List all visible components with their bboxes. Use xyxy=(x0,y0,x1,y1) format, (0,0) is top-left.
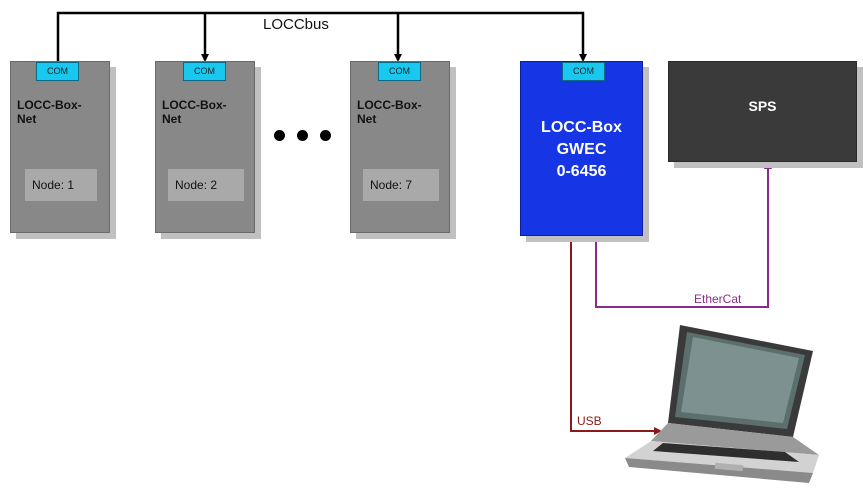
box-title-1: LOCC-Box- Net xyxy=(17,98,82,126)
locc-box-gwec: COM LOCC-Box GWEC 0-6456 xyxy=(520,61,643,236)
gwec-title: LOCC-Box GWEC 0-6456 xyxy=(541,119,622,180)
usb-label: USB xyxy=(577,414,602,428)
box-title-2: LOCC-Box- Net xyxy=(162,98,227,126)
loccbus-label: LOCCbus xyxy=(263,16,329,33)
ethercat-label: EtherCat xyxy=(694,292,742,306)
node-label-7: Node: 7 xyxy=(363,169,439,201)
com-port-gwec: COM xyxy=(562,62,605,81)
usb-line xyxy=(567,232,662,435)
sps-box: SPS xyxy=(668,61,857,162)
node-label-1: Node: 1 xyxy=(25,169,97,201)
com-port-2: COM xyxy=(183,62,226,81)
locc-box-net-1: COM LOCC-Box- Net Node: 1 xyxy=(10,61,110,233)
sps-label: SPS xyxy=(748,98,777,114)
node-label-2: Node: 2 xyxy=(168,169,244,201)
ellipsis-dot-1 xyxy=(274,130,285,141)
com-port-1: COM xyxy=(36,62,79,81)
locc-box-net-7: COM LOCC-Box- Net Node: 7 xyxy=(350,61,450,233)
ellipsis-dot-2 xyxy=(297,130,308,141)
com-port-7: COM xyxy=(378,62,421,81)
ellipsis-dot-3 xyxy=(320,130,331,141)
locc-box-net-2: COM LOCC-Box- Net Node: 2 xyxy=(155,61,255,233)
box-title-7: LOCC-Box- Net xyxy=(357,98,422,126)
laptop-icon xyxy=(625,325,819,483)
loccbus-line xyxy=(54,11,587,66)
